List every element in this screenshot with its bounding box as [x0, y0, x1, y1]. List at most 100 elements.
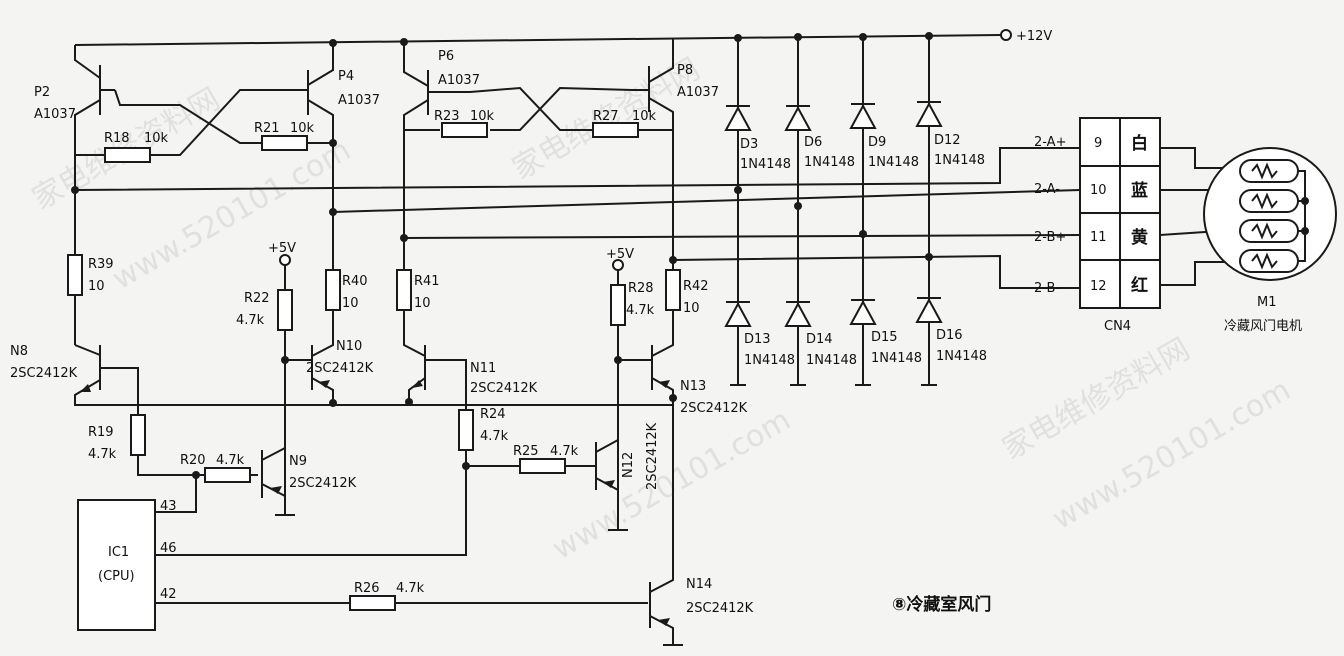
diode-name: D16 — [936, 328, 963, 343]
diode-name: D12 — [934, 133, 961, 148]
diagram-caption: ⑧冷藏室风门 — [892, 594, 991, 615]
connector-color: 蓝 — [1131, 181, 1148, 201]
resistor-r39 — [67, 254, 83, 296]
transistor-name: N13 — [680, 379, 706, 394]
wire-a-minus — [332, 189, 1081, 213]
ic-pin: 46 — [160, 541, 177, 556]
junction-dot — [669, 256, 677, 264]
diode-type: 1N4148 — [744, 353, 795, 368]
diode-type: 1N4148 — [871, 351, 922, 366]
transistor-name: P6 — [438, 49, 454, 64]
transistor-name: N9 — [289, 454, 307, 469]
resistor-name: R21 — [254, 121, 280, 136]
diode-name: D15 — [871, 330, 898, 345]
junction-dot — [614, 356, 622, 364]
ic-pin: 42 — [160, 587, 177, 602]
transistor-name: N10 — [336, 339, 362, 354]
connector-cn4 — [1079, 117, 1161, 309]
transistor-type: 2SC2412K — [306, 361, 374, 376]
resistor-value: 10k — [144, 131, 169, 146]
transistor-name: P4 — [338, 69, 354, 84]
transistor-type: 2SC2412K — [680, 401, 748, 416]
diode-name: D6 — [804, 135, 822, 150]
connector-signal: 2-B- — [1034, 281, 1060, 296]
wire-b-minus — [672, 254, 1080, 289]
resistor-r41 — [396, 269, 412, 311]
ic-name: IC1 — [108, 545, 129, 560]
diode-name: D9 — [868, 135, 886, 150]
transistor-n9: N9 2SC2412K — [261, 447, 357, 516]
resistor-value: 10 — [683, 301, 700, 316]
junction-dot — [329, 208, 337, 216]
resistor-name: R25 — [513, 444, 539, 459]
resistor-r22 — [277, 289, 293, 331]
resistor-value: 4.7k — [626, 303, 655, 318]
transistor-name: N14 — [686, 577, 712, 592]
resistor-r19 — [130, 414, 146, 456]
resistor-name: R39 — [88, 257, 114, 272]
resistor-value: 10k — [290, 121, 315, 136]
junction-dot — [329, 139, 337, 147]
motor-name: M1 — [1257, 295, 1277, 310]
connector-pin: 11 — [1090, 230, 1107, 245]
transistor-p2: P2 A1037 — [34, 45, 115, 190]
resistor-r20 — [204, 467, 251, 483]
wire — [404, 86, 633, 131]
resistor-r42 — [665, 269, 681, 311]
transistor-type: A1037 — [338, 93, 380, 108]
resistor-name: R27 — [593, 109, 619, 124]
transistor-name: P2 — [34, 85, 50, 100]
resistor-value: 4.7k — [480, 429, 509, 444]
resistor-r40 — [325, 269, 341, 311]
supply-rail: +12V — [74, 29, 1052, 47]
transistor-p6: P6 A1037 — [403, 42, 480, 275]
ic-pin: 43 — [160, 499, 177, 514]
transistor-name: N11 — [470, 361, 496, 376]
resistor-name: R23 — [434, 109, 460, 124]
junction-dot — [400, 234, 408, 242]
resistor-r27 — [592, 122, 639, 138]
connector-pin: 10 — [1090, 183, 1107, 198]
connector-color: 红 — [1131, 275, 1148, 296]
supply-terminal — [1000, 29, 1012, 41]
transistor-p8: P8 A1037 — [632, 39, 719, 275]
resistor-r18 — [104, 147, 151, 163]
resistor-name: R18 — [104, 131, 130, 146]
resistor-r26 — [349, 595, 396, 611]
transistor-type: 2SC2412K — [645, 422, 660, 490]
resistor-name: R19 — [88, 425, 114, 440]
ic-desc: (CPU) — [98, 569, 135, 584]
wire — [155, 475, 197, 513]
diode-type: 1N4148 — [804, 155, 855, 170]
resistor-value: 4.7k — [88, 447, 117, 462]
supply-label: +5V — [268, 241, 296, 256]
transistor-n8: N8 2SC2412K — [10, 344, 673, 415]
diode-name: D14 — [806, 332, 833, 347]
resistor-value: 4.7k — [550, 444, 579, 459]
transistor-n13: N13 2SC2412K — [618, 310, 748, 416]
resistor-name: R40 — [342, 274, 368, 289]
transistor-type: A1037 — [677, 85, 719, 100]
connector-signal: 2-B+ — [1034, 230, 1066, 245]
resistor-value: 10 — [414, 296, 431, 311]
transistor-type: A1037 — [34, 107, 76, 122]
transistor-type: 2SC2412K — [10, 366, 78, 381]
connector-color: 黄 — [1131, 227, 1148, 248]
diode-type: 1N4148 — [936, 349, 987, 364]
transistor-name: N12 — [621, 452, 636, 478]
resistor-name: R22 — [244, 291, 270, 306]
supply-terminal — [279, 254, 291, 266]
resistor-value: 4.7k — [236, 313, 265, 328]
diode-type: 1N4148 — [806, 353, 857, 368]
resistor-r24 — [458, 409, 474, 451]
motor-desc: 冷藏风门电机 — [1224, 319, 1302, 334]
diode-array — [724, 36, 943, 386]
wire — [75, 89, 290, 156]
resistor-name: R42 — [683, 279, 709, 294]
resistor-name: R41 — [414, 274, 440, 289]
resistor-value: 4.7k — [216, 453, 245, 468]
junction-dot — [281, 356, 289, 364]
transistor-type: 2SC2412K — [470, 381, 538, 396]
wire — [137, 455, 258, 476]
